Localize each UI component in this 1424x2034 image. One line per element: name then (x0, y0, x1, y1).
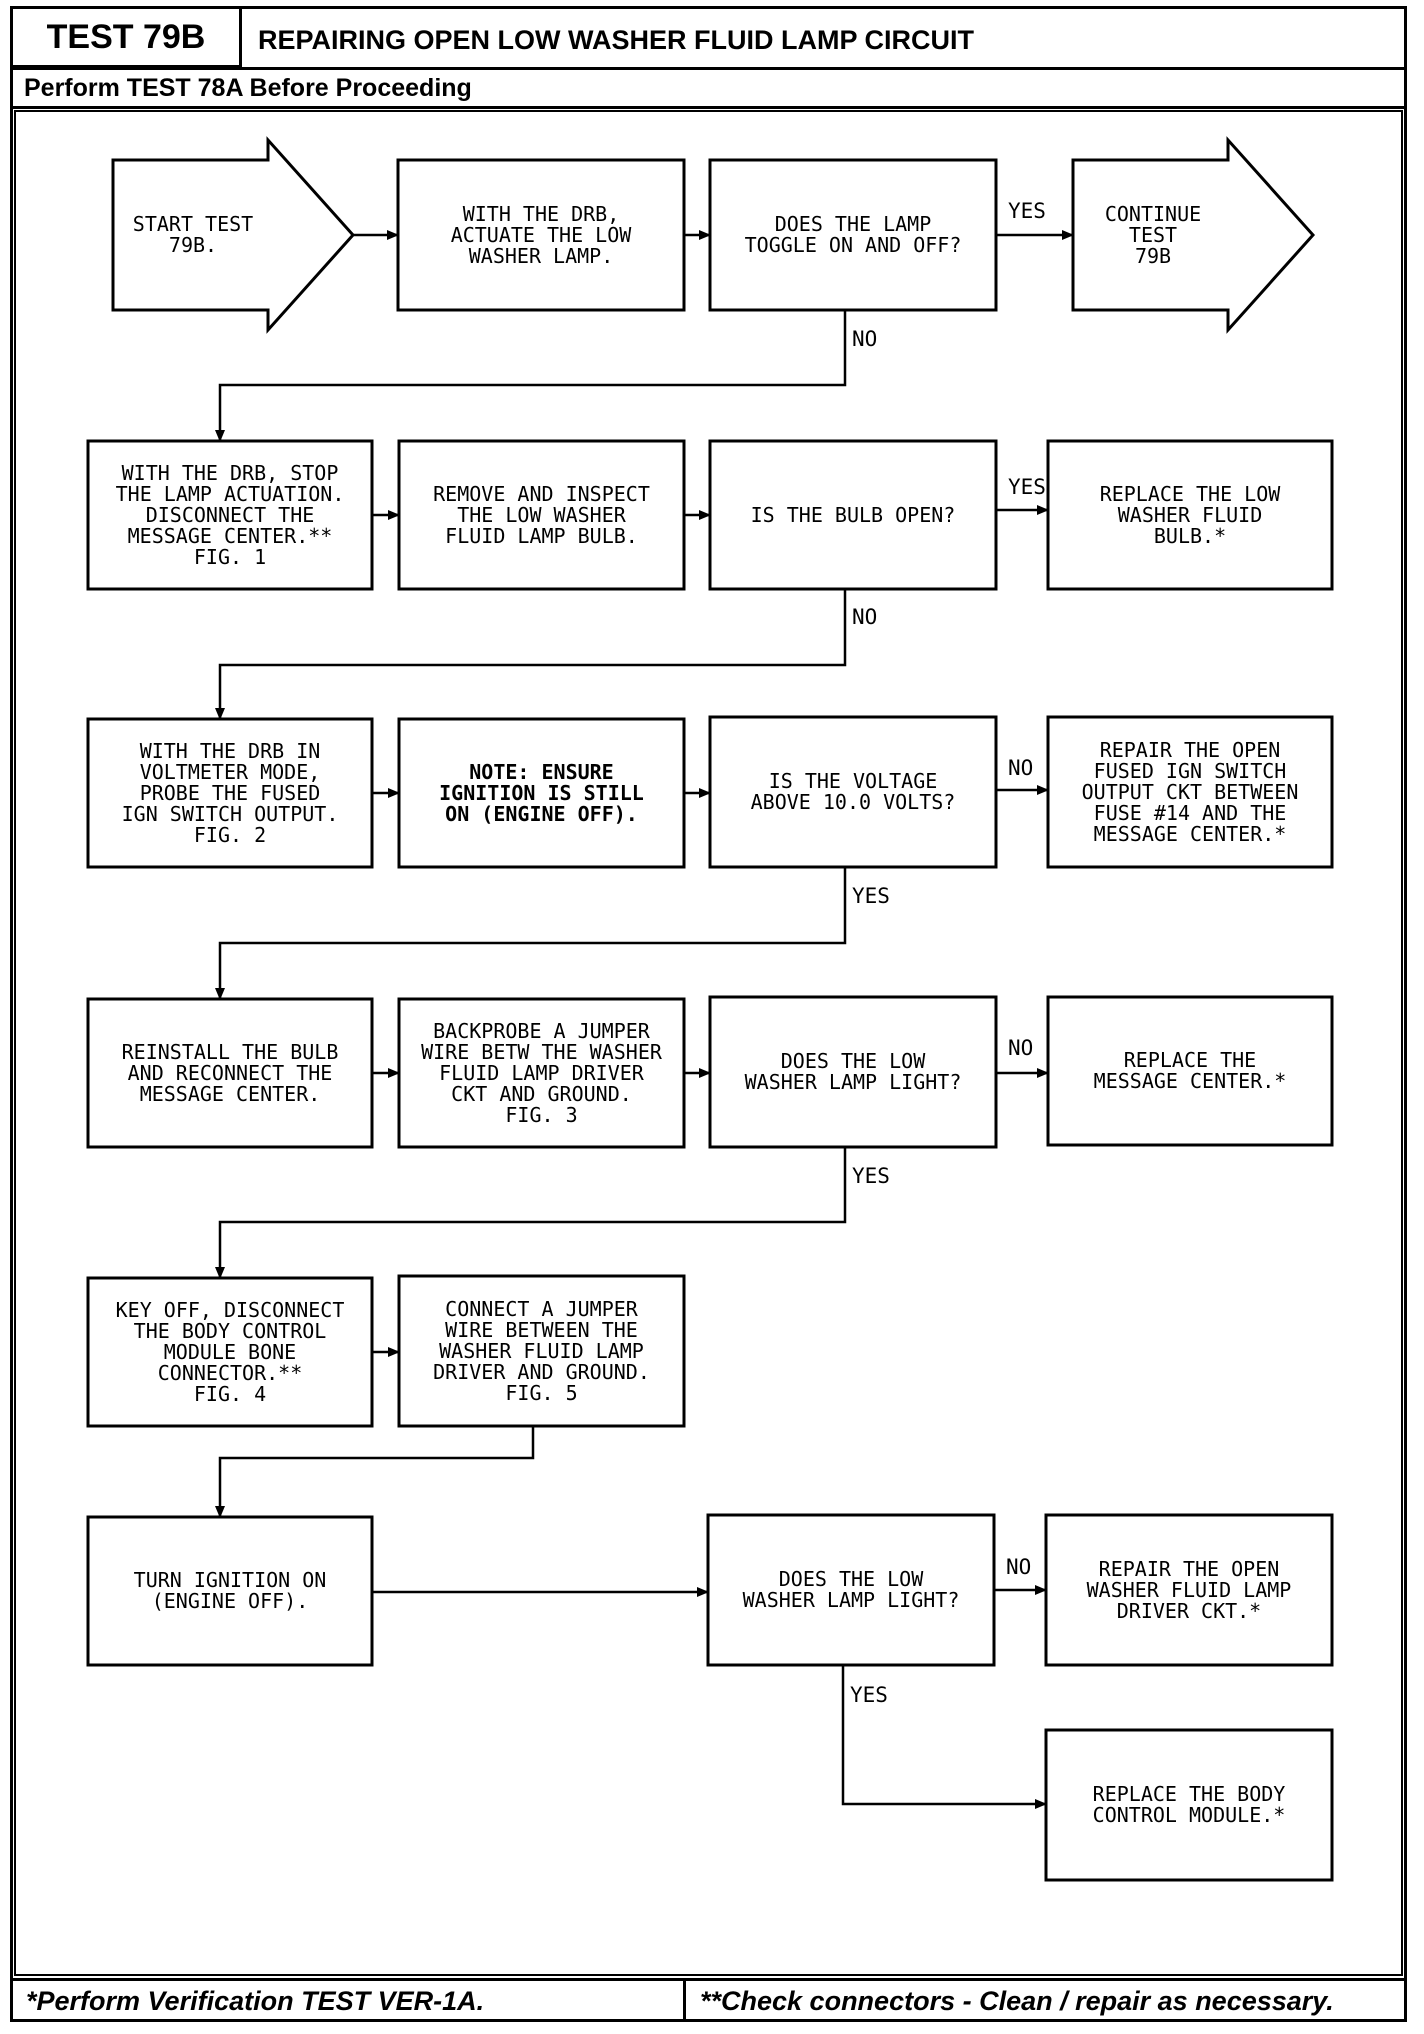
node-text-repairdriver: REPAIR THE OPEN WASHER FLUID LAMP DRIVER… (1086, 1556, 1292, 1623)
footer-separator (683, 1980, 686, 2022)
node-shape-actuate (396, 158, 686, 312)
node-text-toggle: DOES THE LAMP TOGGLE ON AND OFF? (744, 212, 962, 257)
node-shape-light2 (706, 1513, 996, 1667)
node-text-backprobe: BACKPROBE A JUMPER WIRE BETW THE WASHER … (421, 1018, 662, 1127)
node-shape-probe (86, 717, 374, 869)
node-text-stop: WITH THE DRB, STOP THE LAMP ACTUATION. D… (115, 460, 345, 569)
edge-label-bulbopen-to-replacebulb: YES (1008, 475, 1046, 499)
node-shape-bulbopen (708, 439, 998, 591)
node-text-inspect: REMOVE AND INSPECT THE LOW WASHER FLUID … (433, 481, 650, 548)
page-frame (10, 6, 1407, 2022)
node-shape-stop (86, 439, 374, 591)
node-text-continue: CONTINUE TEST 79B (1104, 201, 1202, 268)
node-shape-repairign (1046, 715, 1334, 869)
node-text-light1: DOES THE LOW WASHER LAMP LIGHT? (744, 1049, 962, 1094)
node-shape-toggle (708, 158, 998, 312)
node-text-bulbopen: IS THE BULB OPEN? (750, 502, 956, 527)
node-text-actuate: WITH THE DRB, ACTUATE THE LOW WASHER LAM… (450, 201, 632, 268)
node-text-start: START TEST 79B. (132, 212, 254, 257)
header-divider (10, 67, 1407, 70)
node-shape-repairdriver (1044, 1513, 1334, 1667)
footer-divider (10, 1978, 1407, 1981)
node-text-reinstall: REINSTALL THE BULB AND RECONNECT THE MES… (121, 1039, 339, 1106)
node-shape-voltage (708, 715, 998, 869)
edge-voltage-to-reinstall (215, 867, 847, 1000)
node-text-probe: WITH THE DRB IN VOLTMETER MODE, PROBE TH… (121, 738, 339, 847)
node-text-ignon: TURN IGNITION ON (ENGINE OFF). (133, 1568, 327, 1613)
edge-light2-to-replacebcm (841, 1665, 1047, 1809)
verification-note: *Perform Verification TEST VER-1A. (26, 1985, 485, 2016)
node-shape-jumper (397, 1274, 686, 1428)
node-shape-continue (1071, 136, 1316, 334)
edge-bulbopen-to-probe (215, 589, 847, 720)
edge-jumper-to-ignon (215, 1426, 535, 1518)
node-text-voltage: IS THE VOLTAGE ABOVE 10.0 VOLTS? (750, 769, 956, 814)
node-text-replacebcm: REPLACE THE BODY CONTROL MODULE.* (1092, 1782, 1286, 1827)
node-text-note: NOTE: ENSURE IGNITION IS STILL ON (ENGIN… (439, 759, 644, 826)
prerequisite-note: Perform TEST 78A Before Proceeding (24, 73, 472, 102)
connector-note: **Check connectors - Clean / repair as n… (700, 1985, 1334, 2016)
node-shape-inspect (397, 439, 686, 591)
node-text-replacemc: REPLACE THE MESSAGE CENTER.* (1093, 1048, 1287, 1093)
node-shape-reinstall (86, 997, 374, 1149)
edge-label-light2-to-replacebcm: YES (850, 1683, 888, 1707)
node-text-replacebulb: REPLACE THE LOW WASHER FLUID BULB.* (1099, 481, 1281, 548)
page-title: REPAIRING OPEN LOW WASHER FLUID LAMP CIR… (258, 24, 975, 55)
node-shape-keyoff (86, 1276, 374, 1428)
subheader-divider (10, 106, 1407, 109)
edge-label-bulbopen-to-probe: NO (852, 605, 878, 629)
edge-label-light2-to-repairdriver: NO (1006, 1555, 1032, 1579)
edge-label-light1-to-replacemc: NO (1008, 1036, 1034, 1060)
diagram-area (14, 110, 1403, 1976)
node-text-jumper: CONNECT A JUMPER WIRE BETWEEN THE WASHER… (433, 1296, 650, 1405)
node-shape-note (397, 717, 686, 869)
node-shape-replacemc (1046, 995, 1334, 1147)
edge-label-toggle-to-continue: YES (1008, 199, 1046, 223)
node-text-light2: DOES THE LOW WASHER LAMP LIGHT? (742, 1567, 960, 1612)
edge-light1-to-keyoff (215, 1147, 847, 1279)
test-id-label: TEST 79B (10, 6, 242, 68)
edge-label-light1-to-keyoff: YES (852, 1164, 890, 1188)
node-text-keyoff: KEY OFF, DISCONNECT THE BODY CONTROL MOD… (115, 1297, 345, 1406)
edge-label-voltage-to-repairign: NO (1008, 756, 1034, 780)
node-shape-start (111, 136, 356, 334)
edge-toggle-to-stop (215, 310, 847, 442)
edge-label-voltage-to-reinstall: YES (852, 884, 890, 908)
node-shape-replacebulb (1046, 439, 1334, 591)
node-text-repairign: REPAIR THE OPEN FUSED IGN SWITCH OUTPUT … (1081, 737, 1299, 846)
edge-label-toggle-to-stop: NO (852, 327, 878, 351)
